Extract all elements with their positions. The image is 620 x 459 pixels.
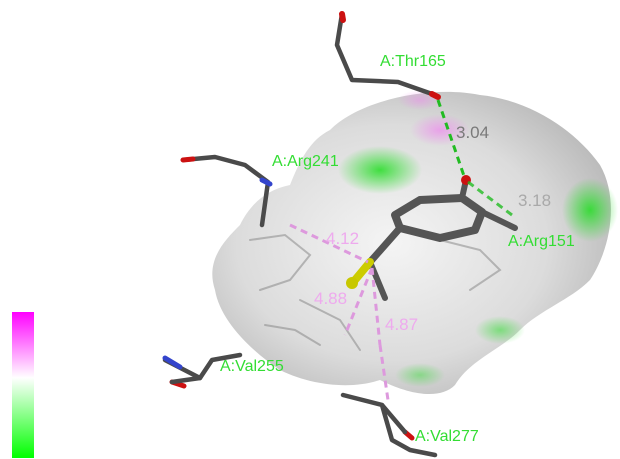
distance-label-thr165: 3.04 bbox=[456, 123, 489, 142]
distance-label-arg151: 3.18 bbox=[518, 191, 551, 210]
residue-label-thr165: A:Thr165 bbox=[380, 53, 446, 70]
distance-label-val277: 4.87 bbox=[385, 315, 418, 334]
surface-polar-patch bbox=[562, 178, 618, 242]
ligand-sulfur-atom bbox=[346, 277, 358, 289]
contact-line-val277-a bbox=[370, 267, 382, 346]
residue-label-arg241: A:Arg241 bbox=[272, 153, 339, 170]
contact-line-val277-b bbox=[378, 344, 390, 401]
val255-sidechain bbox=[162, 352, 243, 381]
val277-sidechain bbox=[340, 392, 438, 458]
residue-label-arg151: A:Arg151 bbox=[508, 233, 575, 250]
residue-label-val277: A:Val277 bbox=[415, 428, 479, 445]
val277-branch bbox=[379, 402, 408, 435]
ligand-chain-bond bbox=[366, 224, 404, 266]
polarity-legend-bar bbox=[12, 312, 34, 458]
surface-polar-patch bbox=[475, 316, 525, 344]
surface-polar-patch bbox=[338, 146, 422, 194]
binding-pocket-surface bbox=[212, 90, 618, 395]
distance-label-val255: 4.88 bbox=[314, 289, 347, 308]
ligand-sulfur-bond bbox=[351, 258, 374, 284]
ligand bbox=[346, 175, 518, 301]
hbond-line-arg151 bbox=[467, 180, 513, 217]
thr165-sidechain bbox=[334, 11, 438, 98]
thr165-top-oxygen-bond bbox=[339, 11, 346, 23]
surface-hydrophobic-patch bbox=[410, 114, 470, 146]
ligand-chain-bond bbox=[479, 209, 518, 231]
contact-line-val255 bbox=[343, 267, 374, 336]
residue-sticks bbox=[162, 11, 441, 458]
residue-label-val255: A:Val255 bbox=[220, 358, 284, 375]
residue-labels: A:Thr165 A:Arg241 A:Arg151 A:Val255 A:Va… bbox=[220, 53, 575, 445]
arg241-oxygen-bond bbox=[180, 156, 196, 163]
thr165-oxygen-bond bbox=[429, 91, 441, 100]
val255-nitrogen-bond bbox=[162, 355, 183, 370]
arg241-nitrogen-bond bbox=[259, 177, 273, 187]
contact-line-arg241 bbox=[289, 223, 369, 264]
interaction-lines bbox=[289, 99, 513, 401]
surface-polar-patch bbox=[395, 363, 445, 387]
arg241-sidechain bbox=[180, 154, 271, 228]
distance-label-arg241: 4.12 bbox=[326, 229, 359, 248]
ligand-ring bbox=[391, 194, 486, 242]
inner-residue-sticks bbox=[249, 233, 502, 351]
hbond-line-thr165 bbox=[436, 99, 466, 177]
distance-labels: 3.04 3.18 4.12 4.88 4.87 bbox=[314, 123, 551, 334]
val255-backbone bbox=[169, 375, 203, 385]
